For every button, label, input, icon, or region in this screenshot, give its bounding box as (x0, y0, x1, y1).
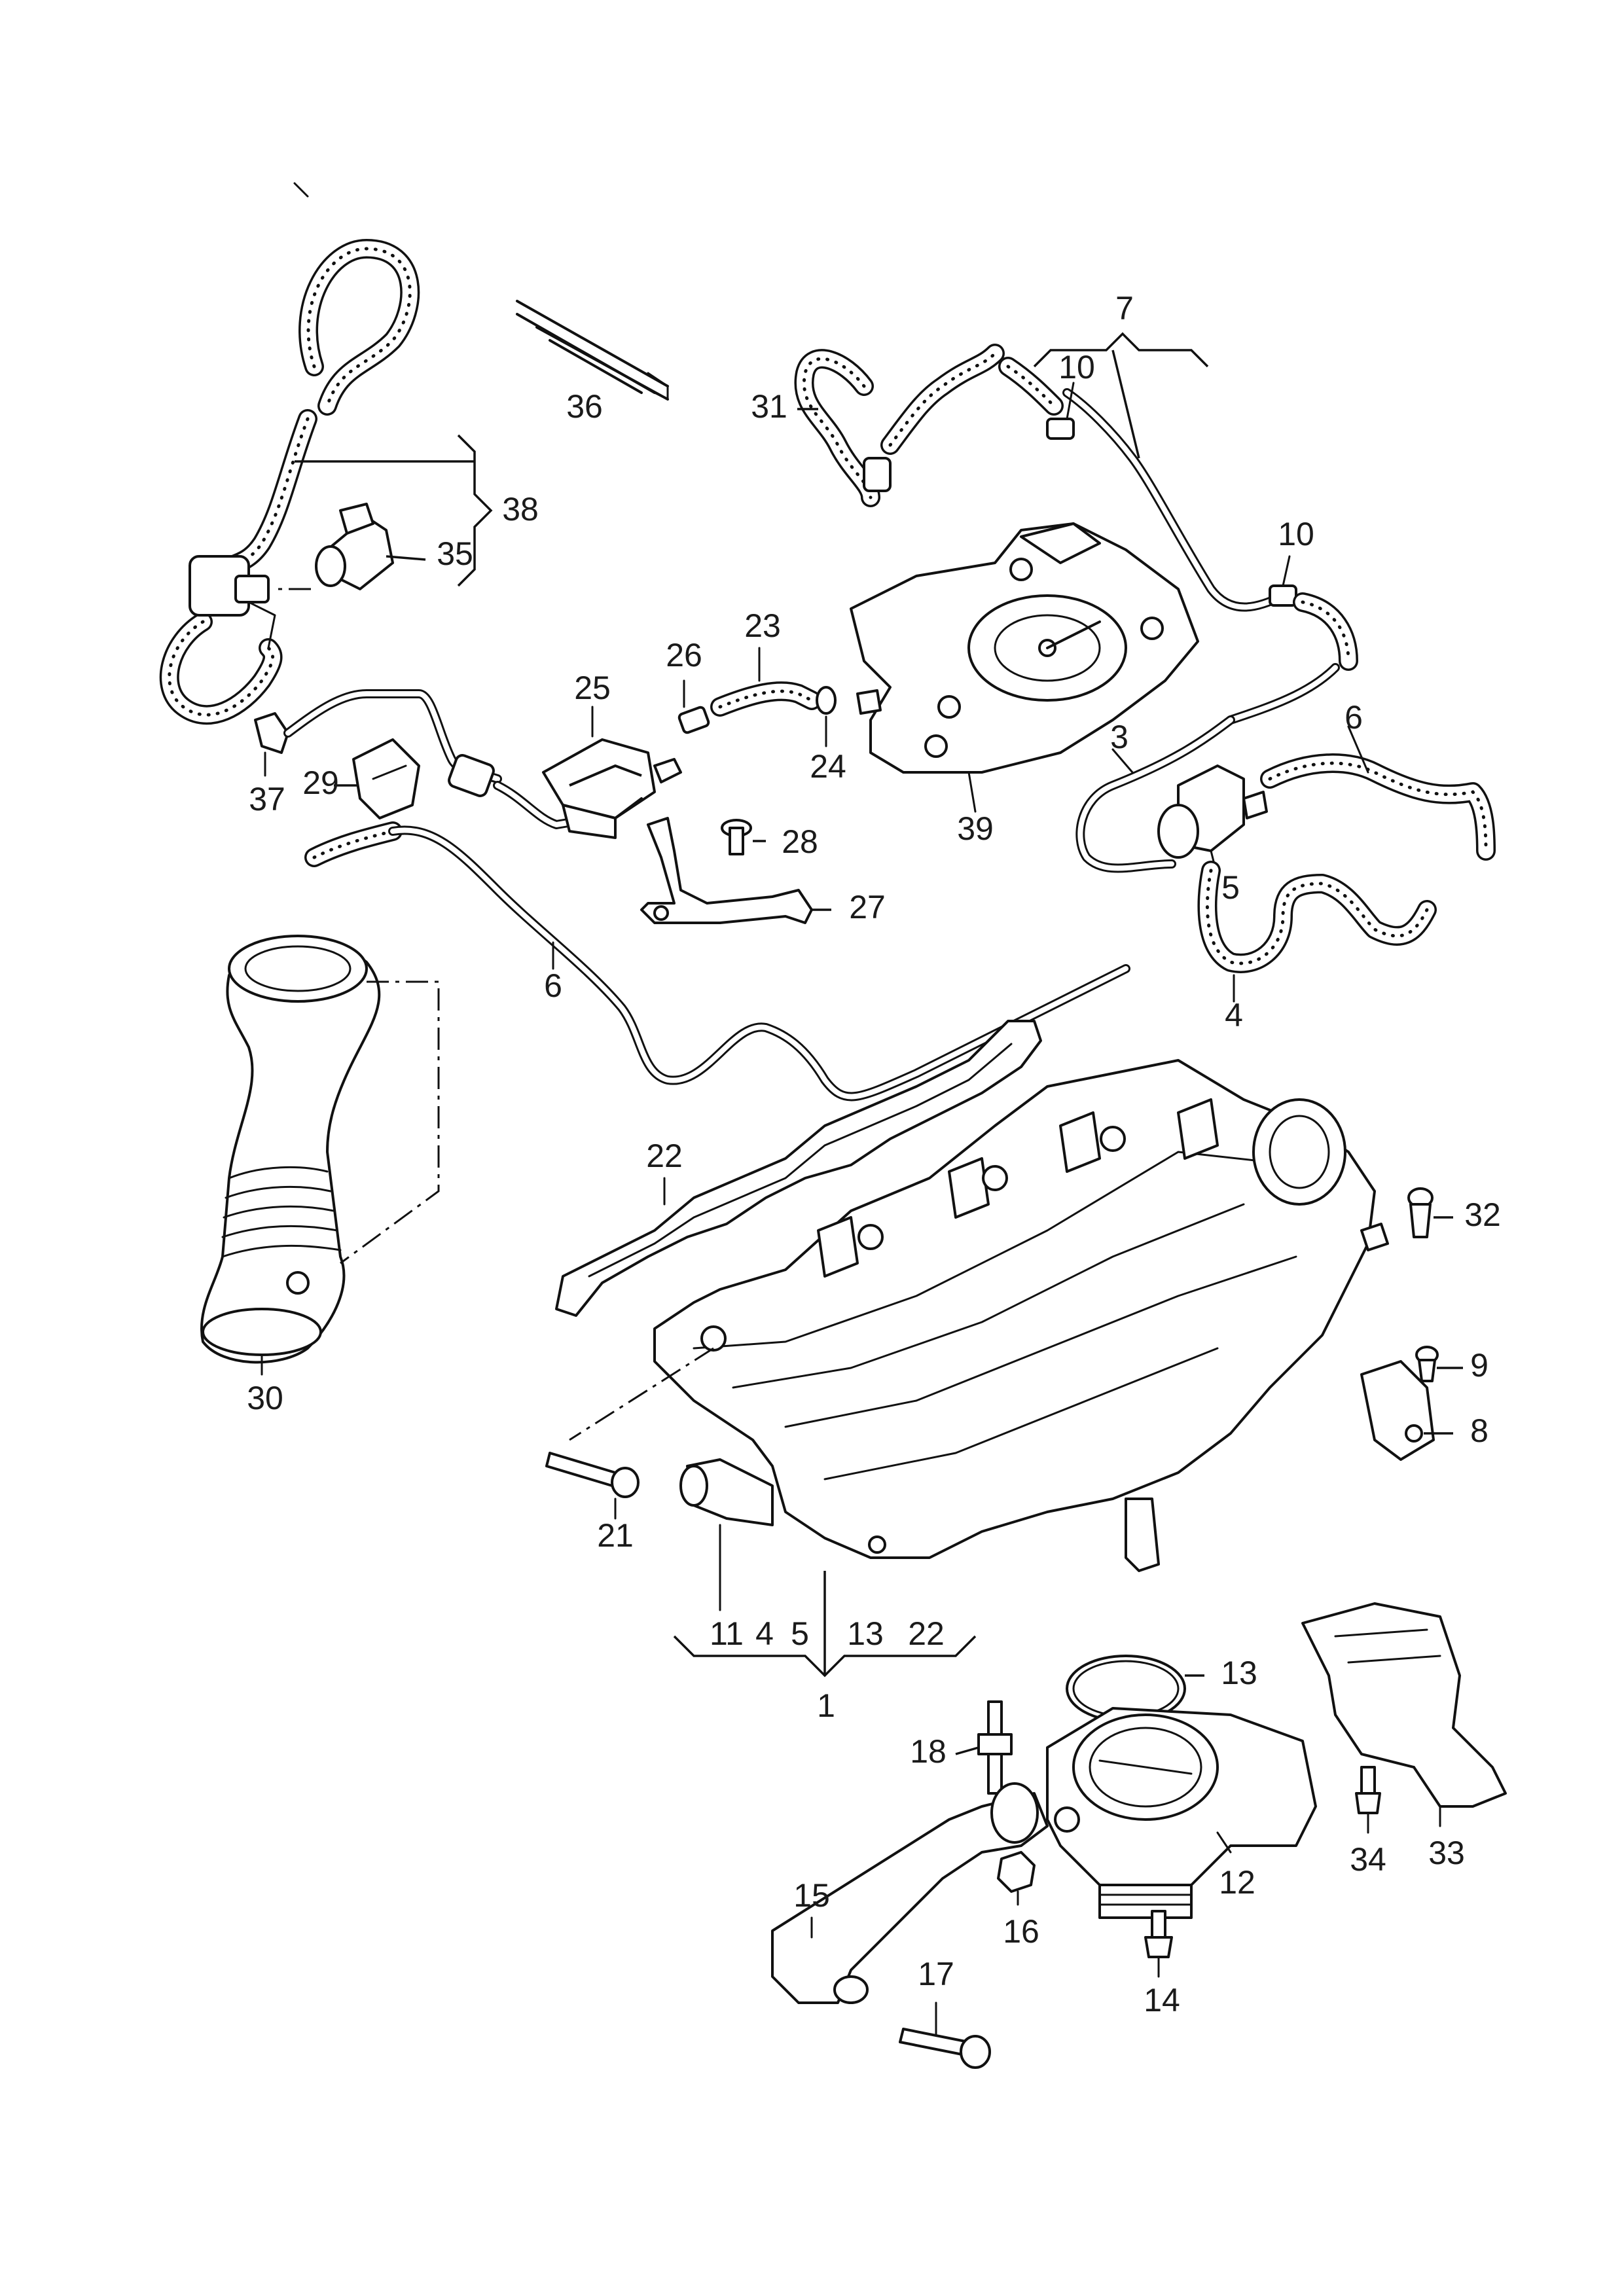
callout-5: 5 (1221, 869, 1240, 906)
callout-14: 14 (1144, 1982, 1180, 2018)
callout-3: 3 (1110, 719, 1128, 755)
pipe-left-to-valve (283, 689, 581, 829)
part-10-clip-right (1269, 555, 1297, 607)
callout-25: 25 (574, 670, 611, 706)
part-29-bracket (334, 738, 420, 819)
callout-36: 36 (566, 388, 603, 425)
callout-labels: 1 11 4 5 13 22 3 4 5 6 6 7 8 9 10 10 12 … (247, 290, 1501, 2018)
callout-1-group-22: 22 (908, 1615, 945, 1652)
callout-23: 23 (744, 607, 781, 644)
part-34-screw (1355, 1766, 1381, 1834)
callout-1-group-11: 11 (710, 1615, 744, 1652)
callout-32: 32 (1464, 1196, 1501, 1233)
part-9-screw (1415, 1346, 1463, 1382)
part-26-clamp (677, 679, 710, 734)
part-24-ring (816, 686, 837, 747)
part-38-vent-hose-assembly (159, 182, 420, 725)
part-27-bracket (640, 817, 831, 924)
callout-4: 4 (1225, 997, 1243, 1033)
part-6-pipe-lower (304, 821, 1130, 1102)
part-22-gasket (555, 1020, 1042, 1317)
callout-1: 1 (817, 1687, 835, 1724)
callout-6-lower: 6 (544, 967, 562, 1004)
part-28-bolt (721, 819, 766, 855)
callout-10-upper: 10 (1058, 349, 1095, 386)
callout-6-upper: 6 (1344, 699, 1363, 736)
part-8-sensor (1360, 1360, 1453, 1461)
callout-24: 24 (810, 748, 846, 785)
callout-18: 18 (910, 1733, 947, 1770)
group-1-bracket (673, 1571, 977, 1677)
callout-28: 28 (782, 823, 818, 860)
callout-17: 17 (918, 1956, 954, 1992)
part-5-solenoid (1157, 764, 1268, 878)
pipe-cover-to-clip (1062, 388, 1288, 612)
callout-35: 35 (437, 535, 473, 572)
part-12-throttle-body (1046, 1707, 1317, 1919)
callout-38: 38 (502, 491, 539, 528)
callout-10-right: 10 (1278, 516, 1314, 552)
callout-16: 16 (1003, 1913, 1039, 1950)
part-36-strip (516, 300, 669, 401)
callout-22: 22 (646, 1138, 683, 1174)
callout-39: 39 (957, 810, 994, 847)
callout-30: 30 (247, 1380, 283, 1416)
part-3-pipe (1075, 715, 1235, 873)
part-11-sensor (679, 1458, 774, 1611)
part-10-clip-upper (1046, 382, 1075, 440)
callout-1-group-5: 5 (791, 1615, 809, 1652)
callout-29: 29 (302, 764, 339, 801)
part-37-clip (254, 712, 289, 777)
callout-37: 37 (249, 781, 285, 817)
part-33-bracket (1301, 1602, 1507, 1827)
part-21-bolt (545, 1452, 640, 1520)
callout-7: 7 (1115, 290, 1134, 327)
callout-34: 34 (1350, 1841, 1386, 1878)
callout-1-group-4: 4 (755, 1615, 774, 1652)
callout-33: 33 (1428, 1835, 1465, 1871)
callout-27: 27 (849, 889, 886, 925)
callout-31: 31 (751, 388, 787, 425)
callout-8: 8 (1470, 1412, 1489, 1449)
part-17-bolt (899, 2001, 991, 2069)
callout-15: 15 (793, 1877, 830, 1914)
callout-26: 26 (666, 637, 702, 673)
part-6-hose-upper-right (1226, 592, 1496, 861)
part-15-support-arm (771, 1782, 1049, 2004)
part-31-hose (794, 344, 1064, 507)
callout-13: 13 (1221, 1655, 1257, 1691)
bracket-group-38 (295, 434, 493, 587)
part-14-bolt (1144, 1910, 1173, 1978)
part-4-hose (1197, 861, 1437, 1003)
part-32-bolt (1407, 1187, 1453, 1238)
part-30-intake-hose (200, 935, 440, 1376)
part-23-hose (710, 647, 821, 717)
part-16-nut (997, 1851, 1036, 1906)
callout-9: 9 (1470, 1347, 1489, 1384)
part-25-valve (542, 706, 682, 839)
callout-1-group-13: 13 (847, 1615, 884, 1652)
bracket-group-7 (1033, 332, 1209, 459)
part-1-intake-manifold (569, 1059, 1389, 1572)
part-18-stud (955, 1700, 1013, 1795)
part-39-cover (850, 522, 1199, 813)
callout-21: 21 (597, 1517, 634, 1554)
callout-12: 12 (1219, 1864, 1255, 1901)
part-35-connector (275, 503, 426, 590)
